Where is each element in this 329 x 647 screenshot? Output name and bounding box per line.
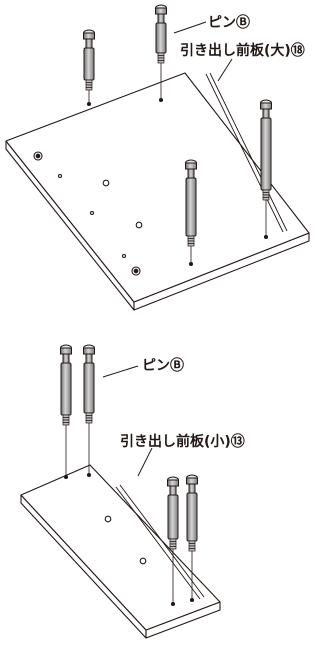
pin-thread bbox=[169, 546, 177, 550]
pin-thread bbox=[85, 420, 93, 424]
small-drawer-front-board bbox=[20, 464, 221, 639]
pin-thread bbox=[187, 235, 195, 239]
pin-bottom-2 bbox=[83, 344, 95, 475]
pin-thread bbox=[157, 55, 165, 59]
pin-thread bbox=[157, 60, 165, 64]
pin-bottom-1 bbox=[60, 344, 72, 477]
pin-thread bbox=[188, 540, 196, 544]
pin-thread bbox=[169, 543, 177, 547]
pin-thread bbox=[262, 194, 270, 198]
top-pin-leader-line bbox=[173, 21, 207, 34]
pin-head-side bbox=[185, 162, 197, 170]
pin-body bbox=[260, 117, 272, 191]
pin-head-side bbox=[155, 7, 167, 15]
pin-thread bbox=[85, 417, 93, 421]
pin-head-side bbox=[83, 32, 95, 40]
pin-thread bbox=[157, 57, 165, 61]
pin-thread bbox=[85, 79, 93, 83]
pin-thread bbox=[169, 541, 177, 545]
pin-head-side bbox=[83, 347, 95, 355]
top-board-label: 引き出し前板(大)⑱ bbox=[180, 42, 305, 59]
pin-bottom-3 bbox=[167, 476, 179, 604]
bottom-board-label: 引き出し前板(小)⑬ bbox=[120, 433, 245, 450]
large-drawer-front-board bbox=[5, 72, 310, 311]
bottom-board-leader-line bbox=[137, 447, 153, 477]
pin-bottom-4 bbox=[186, 474, 198, 600]
pin-neck bbox=[169, 485, 177, 496]
pin-thread bbox=[188, 548, 196, 552]
pin-thread bbox=[85, 84, 93, 88]
pin-body bbox=[155, 22, 167, 54]
top-board-leader-line bbox=[217, 58, 233, 82]
pin-body bbox=[83, 47, 95, 81]
pin-thread bbox=[85, 415, 93, 419]
pin-body bbox=[186, 492, 198, 542]
pin-thread bbox=[169, 538, 177, 542]
pin-thread bbox=[85, 82, 93, 86]
top-pins-group bbox=[83, 4, 272, 264]
bottom-labels: ピンⒷ 引き出し前板(小)⑬ bbox=[102, 357, 245, 477]
pin-thread bbox=[85, 412, 93, 416]
bottom-pin-leader-line bbox=[102, 365, 139, 378]
pin-top-1 bbox=[83, 29, 95, 104]
pin-top-3 bbox=[260, 99, 272, 237]
pin-body bbox=[167, 494, 179, 540]
pin-thread bbox=[157, 52, 165, 56]
pin-thread bbox=[262, 189, 270, 193]
pin-top-4 bbox=[185, 159, 197, 264]
pin-thread bbox=[187, 240, 195, 244]
pin-body bbox=[83, 362, 95, 414]
pin-thread bbox=[62, 414, 70, 418]
pin-neck bbox=[262, 108, 270, 119]
pin-thread bbox=[62, 417, 70, 421]
bottom-pins-group bbox=[60, 344, 198, 604]
pin-thread bbox=[187, 238, 195, 242]
pin-thread bbox=[262, 192, 270, 196]
pin-neck bbox=[62, 353, 70, 364]
pin-thread bbox=[188, 545, 196, 549]
pin-neck bbox=[188, 483, 196, 494]
pin-neck bbox=[187, 168, 195, 179]
pin-body bbox=[185, 177, 197, 237]
pin-body bbox=[60, 362, 72, 416]
pin-head-side bbox=[60, 347, 72, 355]
pin-head-side bbox=[167, 479, 179, 487]
pin-thread bbox=[262, 197, 270, 201]
pin-head-side bbox=[186, 477, 198, 485]
pin-thread bbox=[188, 543, 196, 547]
pin-neck bbox=[85, 38, 93, 49]
pin-head-side bbox=[260, 102, 272, 110]
pin-thread bbox=[62, 419, 70, 423]
pin-top-2 bbox=[155, 4, 167, 100]
pin-neck bbox=[85, 353, 93, 364]
pin-thread bbox=[187, 243, 195, 247]
pin-thread bbox=[85, 87, 93, 91]
top-pin-label: ピンⒷ bbox=[208, 14, 250, 31]
pin-neck bbox=[157, 13, 165, 24]
top-labels: ピンⒷ 引き出し前板(大)⑱ bbox=[173, 14, 305, 82]
bottom-pin-label: ピンⒷ bbox=[142, 357, 184, 374]
pin-thread bbox=[62, 422, 70, 426]
